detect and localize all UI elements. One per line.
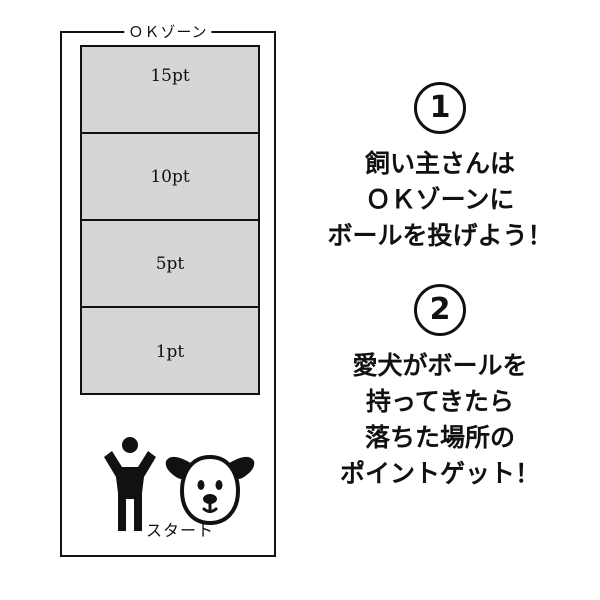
ok-zone: 15pt 10pt 5pt 1pt <box>80 45 260 395</box>
step-2-line: 愛犬がボールを <box>352 351 528 380</box>
zone-label: 1pt <box>155 341 185 362</box>
zone-label: 15pt <box>150 65 190 86</box>
step-1-line: ボールを投げよう！ <box>327 221 553 250</box>
step-2-line: 落ちた場所の <box>364 423 515 452</box>
zone-label: 5pt <box>155 253 185 274</box>
zone-5pt: 5pt <box>82 221 258 308</box>
step-number-badge: 2 <box>414 284 466 336</box>
step-2-line: 持ってきたら <box>365 387 514 416</box>
zone-1pt: 1pt <box>82 308 258 395</box>
step-1-line: 飼い主さんは <box>364 149 515 178</box>
ok-zone-title: ＯＫゾーン <box>124 22 212 42</box>
start-label: スタート <box>145 521 215 540</box>
dog-icon <box>165 454 255 526</box>
instructions: 1 飼い主さんは ＯＫゾーンに ボールを投げよう！ 2 愛犬がボールを 持ってき… <box>300 82 580 492</box>
start-area: スタート <box>100 435 260 545</box>
play-field: ＯＫゾーン 15pt 10pt 5pt 1pt スタート <box>60 22 276 557</box>
zone-10pt: 10pt <box>82 134 258 221</box>
step-1-line: ＯＫゾーンに <box>365 185 515 214</box>
step-2-line: ポイントゲット！ <box>339 459 540 488</box>
step-1: 1 飼い主さんは ＯＫゾーンに ボールを投げよう！ <box>300 82 580 254</box>
zone-15pt: 15pt <box>82 47 258 134</box>
step-number-badge: 1 <box>414 82 466 134</box>
step-2: 2 愛犬がボールを 持ってきたら 落ちた場所の ポイントゲット！ <box>300 284 580 492</box>
zone-label: 10pt <box>150 166 190 187</box>
person-icon <box>104 437 156 531</box>
